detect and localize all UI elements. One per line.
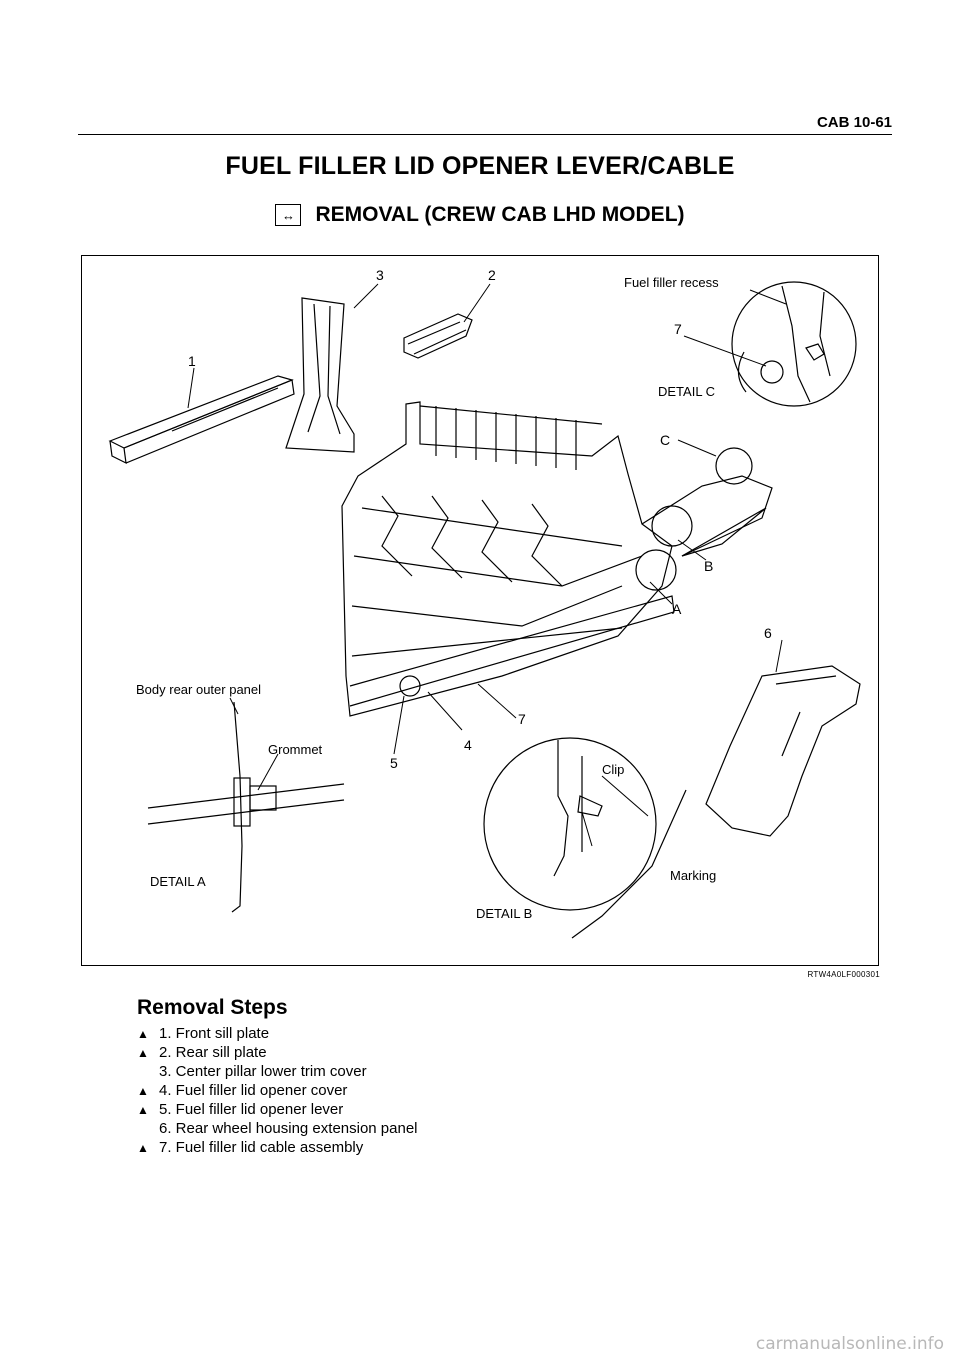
procedure-heading-text: REMOVAL (CREW CAB LHD MODEL)	[315, 203, 685, 226]
callout-a: A	[672, 601, 682, 617]
rear-sill-plate-drawing	[403, 313, 473, 359]
cab-floor-drawing	[341, 401, 773, 717]
step-text: 6. Rear wheel housing extension panel	[159, 1120, 418, 1137]
callout-1: 1	[188, 353, 196, 369]
body-rear-outer-panel-label: Body rear outer panel	[136, 682, 261, 697]
callout-c: C	[660, 432, 670, 448]
step-text: 5. Fuel filler lid opener lever	[159, 1101, 344, 1118]
detail-a-drawing	[147, 701, 345, 913]
triangle-icon: ▲	[137, 1026, 149, 1041]
callout-6: 6	[764, 625, 772, 641]
triangle-icon: ▲	[137, 1102, 149, 1117]
removal-steps-title: Removal Steps	[137, 996, 288, 1019]
step-item: 3. Center pillar lower trim cover	[137, 1062, 418, 1081]
step-text: 1. Front sill plate	[159, 1025, 270, 1042]
step-item: ▲ 7. Fuel filler lid cable assembly	[137, 1138, 418, 1157]
step-item: ▲ 1. Front sill plate	[137, 1024, 418, 1043]
clip-label: Clip	[602, 762, 624, 777]
detail-b-drawing	[483, 737, 687, 939]
step-text: 7. Fuel filler lid cable assembly	[159, 1139, 364, 1156]
exploded-view-figure: 1 3 2 Fuel filler recess 7 DETAIL C C B …	[81, 255, 879, 966]
step-item: 6. Rear wheel housing extension panel	[137, 1119, 418, 1138]
watermark-footer: carmanualsonline.info	[755, 1334, 944, 1354]
exploded-view-illustration: 1 3 2 Fuel filler recess 7 DETAIL C C B …	[108, 267, 861, 939]
step-item: ▲ 4. Fuel filler lid opener cover	[137, 1081, 418, 1100]
callout-b: B	[704, 558, 713, 574]
callout-2: 2	[488, 267, 496, 283]
triangle-icon: ▲	[137, 1140, 149, 1155]
detail-a-label: DETAIL A	[150, 874, 206, 889]
detail-c-label: DETAIL C	[658, 384, 715, 399]
removal-steps-list: ▲ 1. Front sill plate ▲ 2. Rear sill plate…	[137, 1024, 418, 1157]
double-arrow-icon: ↔	[275, 204, 302, 226]
callout-7: 7	[518, 711, 526, 727]
detail-b-label: DETAIL B	[476, 906, 532, 921]
callout-4: 4	[464, 737, 472, 753]
front-sill-plate-drawing	[108, 375, 295, 465]
callout-7-detail-c: 7	[674, 321, 682, 337]
page-header: CAB 10-61	[78, 114, 892, 135]
wheel-housing-panel-drawing	[705, 665, 861, 837]
center-pillar-trim-drawing	[285, 297, 355, 453]
triangle-icon: ▲	[137, 1083, 149, 1098]
step-item: ▲ 5. Fuel filler lid opener lever	[137, 1100, 418, 1119]
section-page-number: CAB 10-61	[816, 114, 892, 131]
callout-3: 3	[376, 267, 384, 283]
step-text: 3. Center pillar lower trim cover	[159, 1063, 367, 1080]
fuel-filler-recess-label: Fuel filler recess	[624, 275, 719, 290]
marking-label: Marking	[670, 868, 716, 883]
procedure-heading: ↔ REMOVAL (CREW CAB LHD MODEL)	[0, 203, 960, 227]
callout-5: 5	[390, 755, 398, 771]
figure-code: RTW4A0LF000301	[807, 970, 880, 979]
step-text: 2. Rear sill plate	[159, 1044, 267, 1061]
step-item: ▲ 2. Rear sill plate	[137, 1043, 418, 1062]
triangle-icon: ▲	[137, 1045, 149, 1060]
page-title: FUEL FILLER LID OPENER LEVER/CABLE	[225, 152, 735, 180]
detail-c-drawing	[731, 281, 857, 407]
grommet-label: Grommet	[268, 742, 323, 757]
step-text: 4. Fuel filler lid opener cover	[159, 1082, 348, 1099]
